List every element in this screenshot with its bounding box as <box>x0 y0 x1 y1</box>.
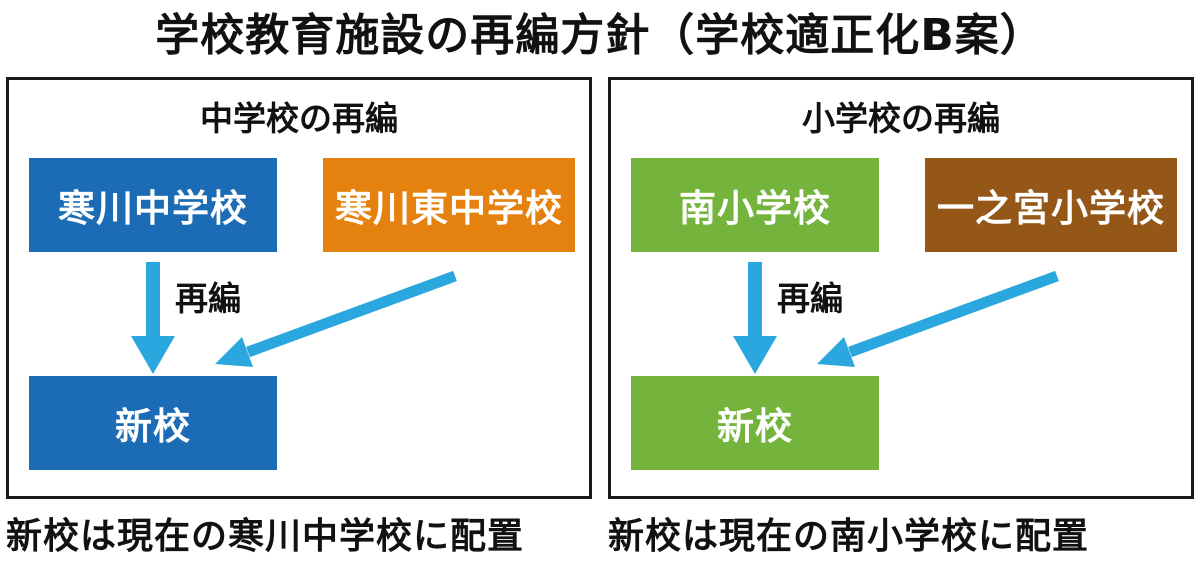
school-box-existing-a: 南小学校 <box>631 157 879 252</box>
diagonal-arrowhead-icon <box>215 336 253 367</box>
down-arrow-icon <box>146 261 160 338</box>
panel-junior-high: 中学校の再編 寒川中学校 寒川東中学校 再編 新校 <box>6 76 592 499</box>
new-school-name: 新校 <box>115 404 191 448</box>
school-name: 一之宮小学校 <box>937 186 1165 230</box>
new-school-box: 新校 <box>631 375 879 470</box>
column-elementary: 小学校の再編 南小学校 一之宮小学校 再編 新校 <box>608 76 1194 559</box>
page-title: 学校教育施設の再編方針（学校適正化B案） <box>155 10 1045 61</box>
panel-heading: 小学校の再編 <box>802 98 1000 138</box>
column-junior-high: 中学校の再編 寒川中学校 寒川東中学校 再編 新校 <box>6 76 592 559</box>
panel-caption: 新校は現在の寒川中学校に配置 <box>6 515 525 557</box>
school-box-existing-a: 寒川中学校 <box>29 157 277 252</box>
school-name: 寒川東中学校 <box>335 186 563 230</box>
down-arrowhead-icon <box>131 335 175 374</box>
diagonal-arrow-icon <box>246 270 457 357</box>
down-arrow-icon <box>748 261 762 338</box>
panel-elementary: 小学校の再編 南小学校 一之宮小学校 再編 新校 <box>608 76 1194 499</box>
diagonal-arrow-icon <box>848 270 1059 357</box>
new-school-box: 新校 <box>29 375 277 470</box>
school-name: 寒川中学校 <box>58 186 248 230</box>
panel-caption: 新校は現在の南小学校に配置 <box>608 515 1090 557</box>
school-name: 南小学校 <box>679 186 831 230</box>
panels-row: 中学校の再編 寒川中学校 寒川東中学校 再編 新校 <box>6 76 1194 559</box>
school-box-existing-b: 寒川東中学校 <box>323 157 575 252</box>
down-arrowhead-icon <box>733 335 777 374</box>
diagonal-arrowhead-icon <box>817 336 855 367</box>
panel-heading: 中学校の再編 <box>200 98 398 138</box>
school-box-existing-b: 一之宮小学校 <box>925 157 1177 252</box>
reorg-arrow-label: 再編 <box>777 278 843 318</box>
reorg-arrow-label: 再編 <box>175 278 241 318</box>
new-school-name: 新校 <box>717 404 793 448</box>
